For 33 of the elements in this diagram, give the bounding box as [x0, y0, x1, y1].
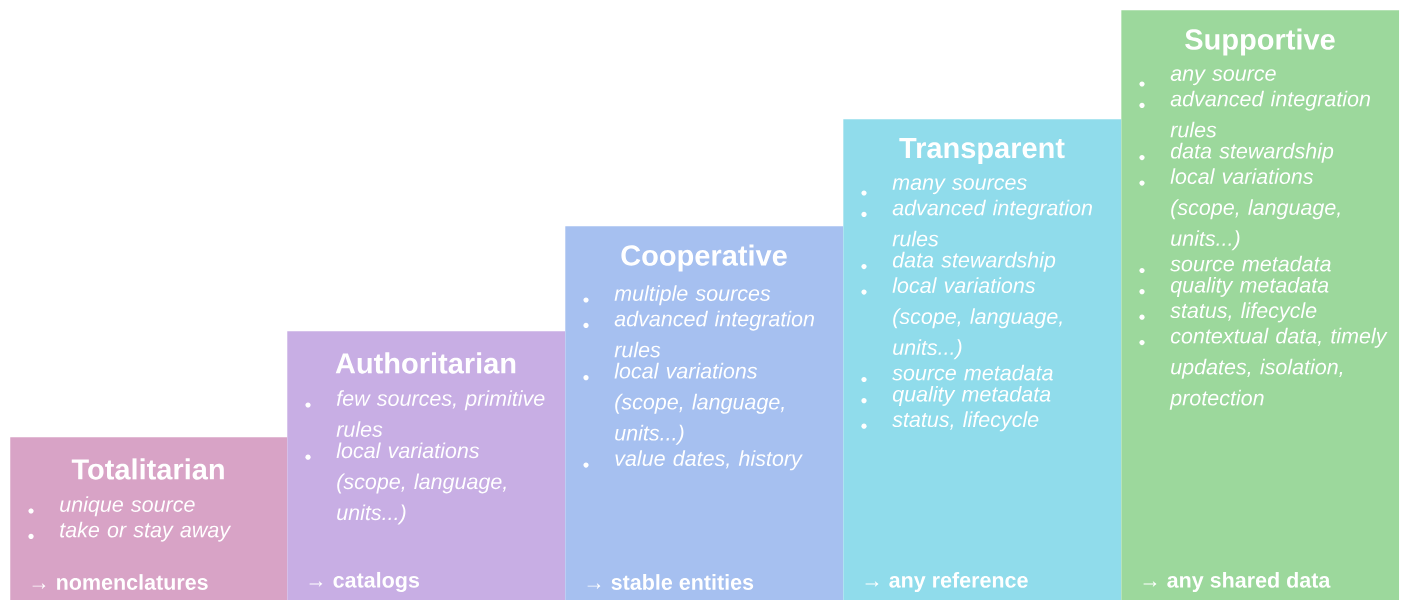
bullet-item: quality metadata — [1139, 276, 1329, 297]
bullet-item: data stewardship — [1139, 142, 1334, 163]
step-title: Authoritarian — [335, 352, 516, 374]
bullet-item: local variations (scope, language, units...) — [305, 442, 506, 525]
result-text: → stable entities — [587, 574, 754, 590]
bullet-item: advanced integration rules — [1139, 90, 1370, 138]
bullet-item: take or stay away — [28, 521, 232, 542]
bullet-item: status, lifecycle — [1139, 302, 1317, 323]
step-title: Transparent — [899, 138, 1065, 164]
bullet-item: local variations (scope, language, units...) — [861, 277, 1062, 360]
bullet-item: unique source — [28, 496, 195, 517]
bullet-item: quality metadata — [861, 385, 1051, 406]
bullet-item: any source — [1139, 69, 1276, 87]
result-text: → any reference — [865, 572, 1028, 592]
bullet-item: advanced integration rules — [861, 199, 1092, 247]
result-text: → catalogs — [309, 571, 419, 593]
step-title: Supportive — [1185, 28, 1335, 56]
bullet-item: few sources, primitive rules — [305, 390, 545, 437]
step-title: Cooperative — [621, 244, 787, 272]
bullet-item: value dates, history — [583, 450, 803, 471]
bullet-item: many sources — [861, 178, 1027, 196]
bullet-item: source metadata — [861, 364, 1053, 383]
bullet-item: multiple sources — [583, 285, 771, 306]
bullet-item: contextual data, timely updates, isolation, protection — [1139, 327, 1388, 410]
result-text: → any shared data — [1143, 572, 1331, 592]
bullet-item: data stewardship — [861, 251, 1056, 272]
step-title: Totalitarian — [71, 458, 224, 480]
bullet-item: source metadata — [1139, 255, 1331, 274]
bullet-item: status, lifecycle — [861, 411, 1039, 432]
bullet-item: local variations (scope, language, units...) — [583, 362, 784, 445]
bullet-item: local variations (scope, language, units...) — [1139, 168, 1340, 251]
result-text: → nomenclatures — [32, 574, 208, 590]
bullet-item: advanced integration rules — [583, 310, 814, 358]
